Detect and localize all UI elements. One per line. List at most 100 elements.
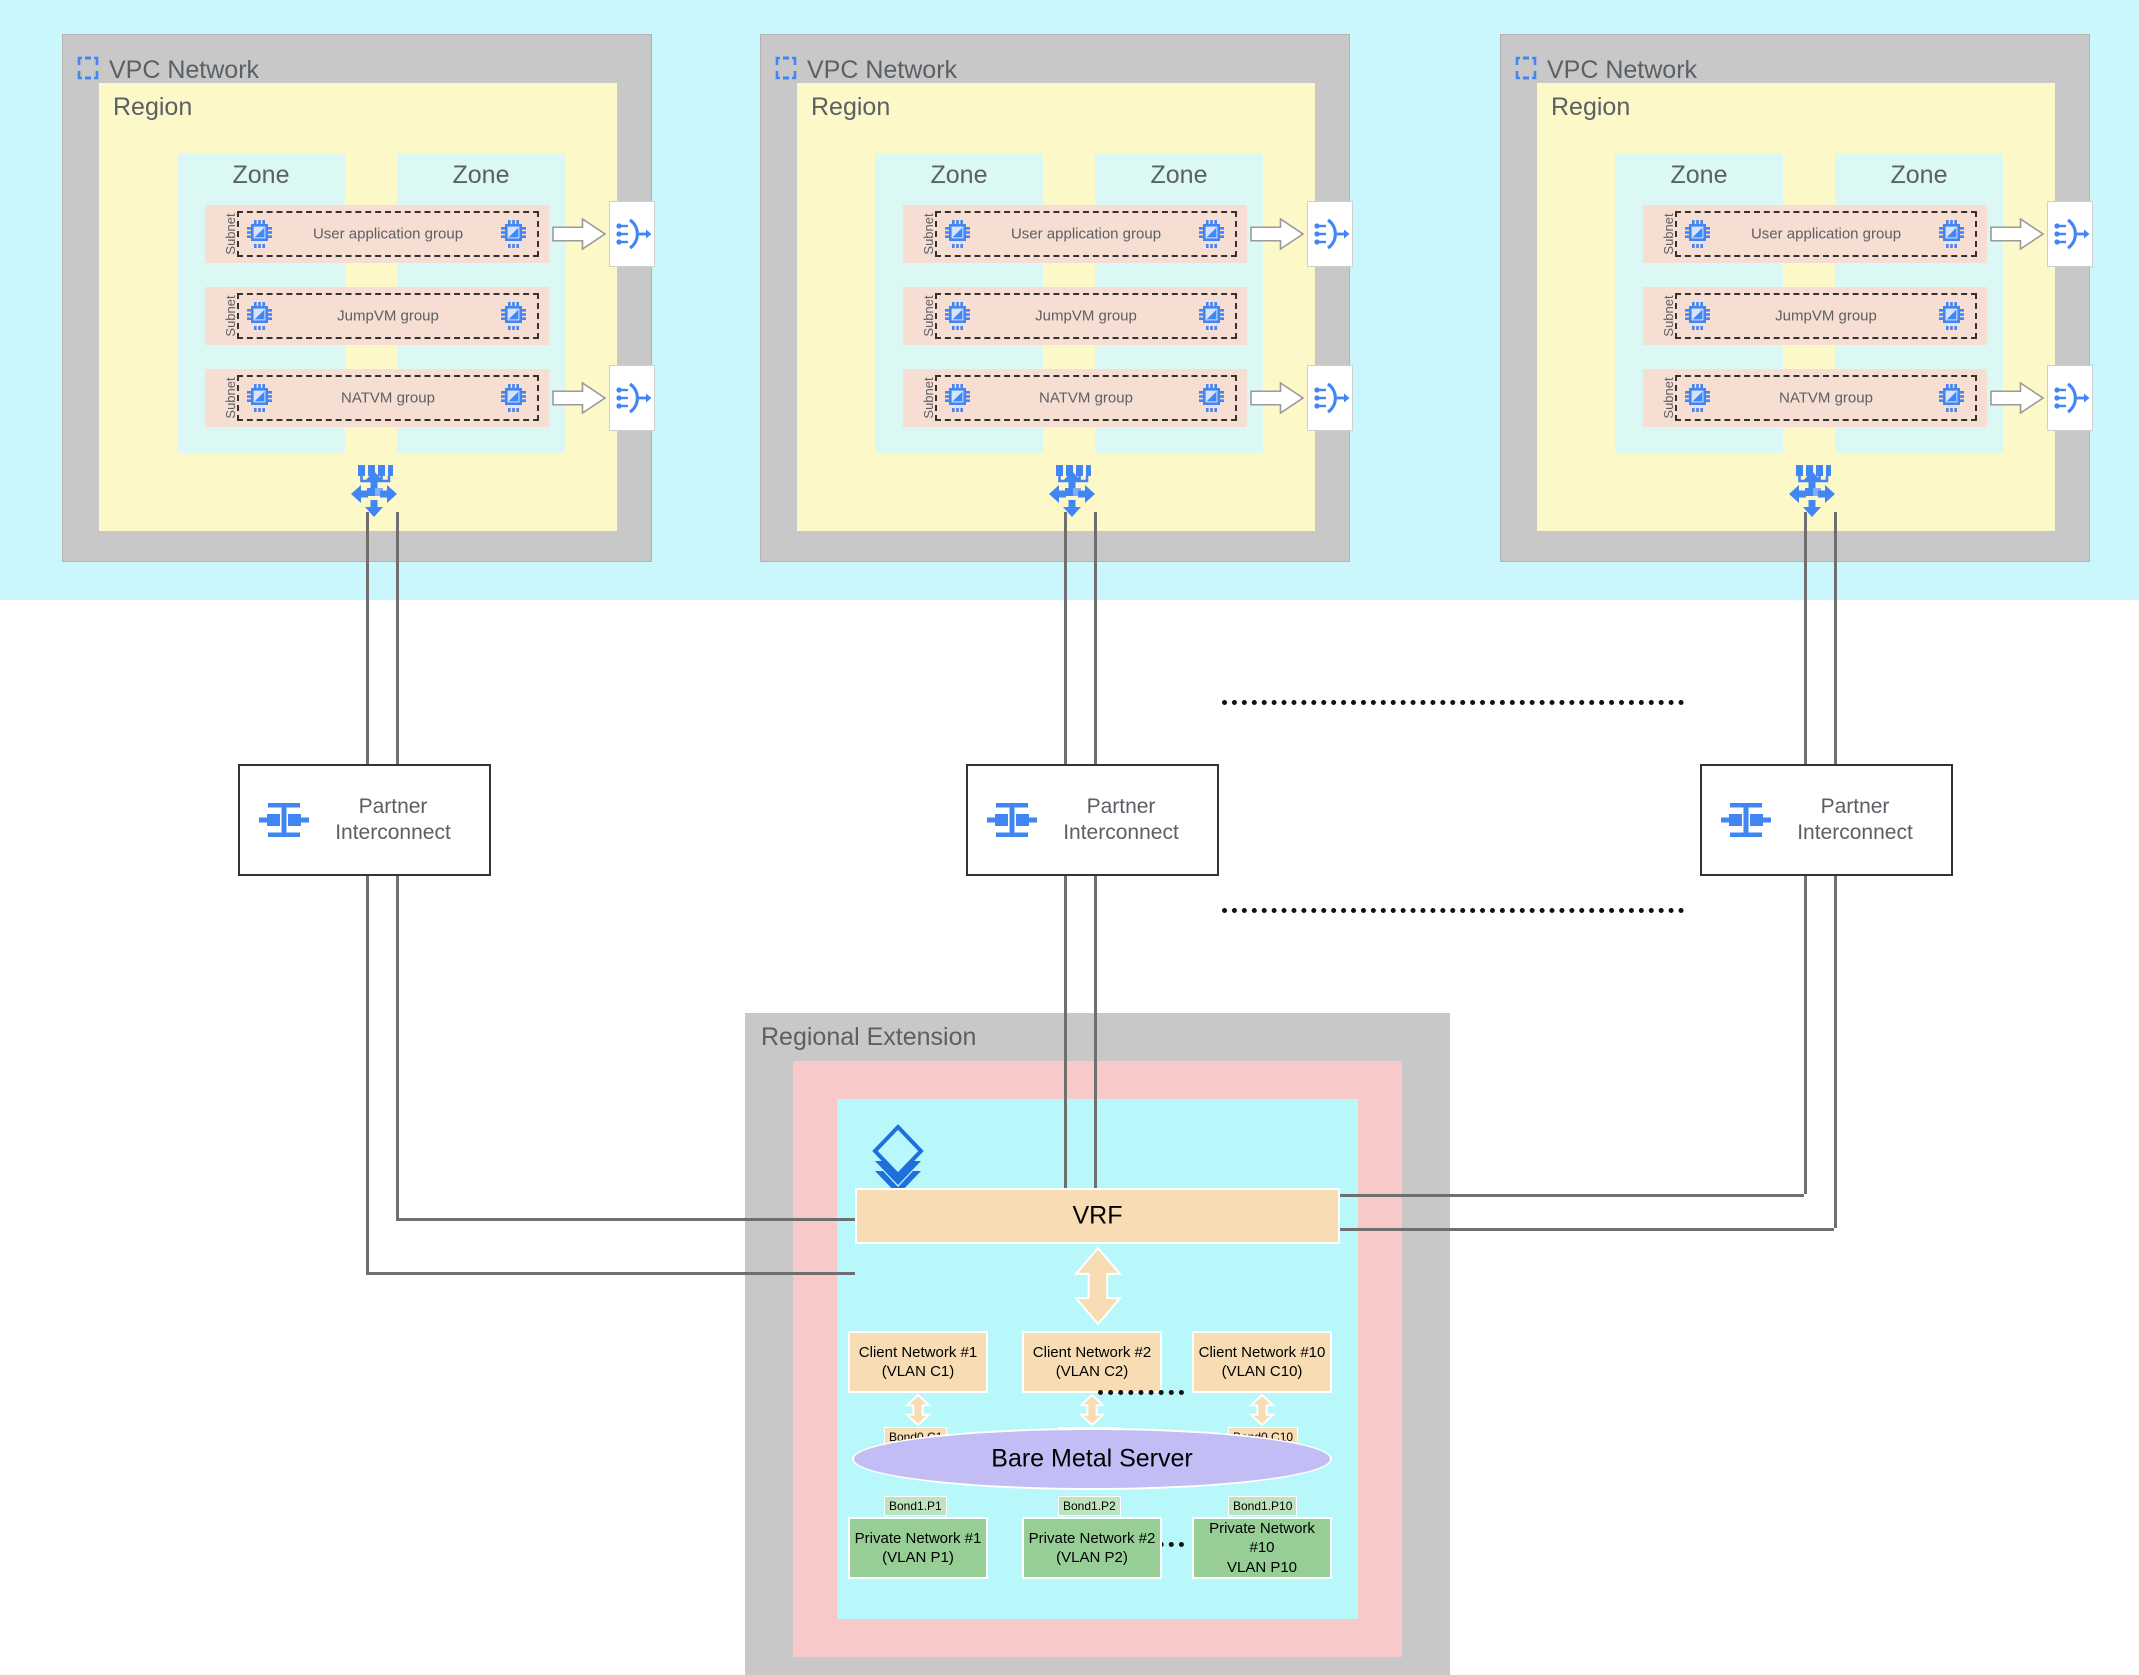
vpc-network-title: VPC Network: [807, 56, 958, 84]
client-continuation-dots: [1098, 1390, 1184, 1395]
region-title: Region: [811, 93, 891, 121]
subnet-3-3: Subnet NATVM group: [1643, 369, 1987, 427]
private-network-2: Private Network #2 (VLAN P2): [1022, 1517, 1162, 1579]
compute-vm-icon: [1199, 302, 1227, 330]
vpc-network-title: VPC Network: [109, 56, 260, 84]
link-pic3-vrf-b-v: [1834, 876, 1837, 1228]
private-network-line3: VLAN P10: [1226, 1558, 1298, 1576]
client-network-text: Client Network #2(VLAN C2): [1033, 1343, 1151, 1382]
compute-vm-icon: [1685, 384, 1713, 412]
client-network-arrow-1: [904, 1393, 932, 1427]
subnet-label: Subnet: [921, 377, 937, 419]
private-network-line1: Private Network: [1209, 1519, 1315, 1537]
regional-extension-title: Regional Extension: [761, 1023, 977, 1051]
private-network-line2: (VLAN P2): [1056, 1549, 1128, 1566]
link-pic3-vrf-a-h: [1340, 1194, 1804, 1197]
subnet-2-3: Subnet NATVM group: [903, 369, 1247, 427]
instance-group-2-3: NATVM group: [935, 375, 1237, 421]
partner-interconnect-icon: [1720, 794, 1772, 846]
private-network-1: Private Network #1(VLAN P1): [848, 1517, 988, 1579]
continuation-dots-top: [1222, 700, 1684, 705]
link-vpc1-pic-a: [366, 512, 369, 764]
cloud-router-1: [350, 470, 398, 518]
vpc-network-icon: [1513, 55, 1539, 81]
bare-metal-server-label: Bare Metal Server: [991, 1444, 1193, 1473]
bond-tag-private-2: Bond1.P2: [1058, 1496, 1121, 1516]
link-vpc2-pic-b: [1094, 512, 1097, 764]
link-pic3-vrf-a-v: [1804, 876, 1807, 1194]
zone-label: Zone: [1150, 161, 1208, 189]
partner-interconnect-line2: Interconnect: [1063, 821, 1179, 844]
partner-interconnect-line1: Partner: [1820, 794, 1890, 818]
subnet-label: Subnet: [921, 295, 937, 337]
subnet-3-1: Subnet User application group: [1643, 205, 1987, 263]
compute-vm-icon: [1199, 220, 1227, 248]
cloud-nat-1-1: [609, 201, 655, 267]
subnet-1-1: Subnet User application group: [205, 205, 549, 263]
instance-group-label: User application group: [312, 225, 464, 243]
vpc-network-icon: [75, 55, 101, 81]
instance-group-label: JumpVM group: [1775, 307, 1877, 325]
vrf-to-client-arrow: [1073, 1246, 1122, 1326]
vpc-network-title: VPC Network: [1547, 56, 1698, 84]
subnet-label: Subnet: [223, 377, 239, 419]
subnet-label: Subnet: [1661, 213, 1677, 255]
link-pic2-vrf-b: [1094, 876, 1097, 1188]
instance-group-1-3: NATVM group: [237, 375, 539, 421]
compute-vm-icon: [945, 220, 973, 248]
client-network-text: Client Network #10(VLAN C10): [1199, 1343, 1326, 1382]
instance-group-label: JumpVM group: [337, 307, 439, 325]
cloud-nat-2-1: [1307, 201, 1353, 267]
instance-group-label: JumpVM group: [1035, 307, 1137, 325]
private-network-line1: Private Network #2: [1028, 1529, 1156, 1547]
cloud-router-3: [1788, 470, 1836, 518]
private-network-text: Private Network #2 (VLAN P2): [1029, 1529, 1156, 1568]
partner-interconnect-line2: Interconnect: [1797, 821, 1913, 844]
subnet-1-3: Subnet NATVM group: [205, 369, 549, 427]
link-vpc3-pic-a: [1804, 512, 1807, 764]
instance-group-label: NATVM group: [341, 389, 435, 407]
subnet-3-2: Subnet JumpVM group: [1643, 287, 1987, 345]
instance-group-2-2: JumpVM group: [935, 293, 1237, 339]
instance-group-3-1: User application group: [1675, 211, 1977, 257]
compute-vm-icon: [501, 384, 529, 412]
link-pic1-vrf-a-h: [366, 1272, 855, 1275]
compute-vm-icon: [247, 384, 275, 412]
cloud-nat-3-3: [2047, 365, 2093, 431]
client-network-text: Client Network #1(VLAN C1): [859, 1343, 977, 1382]
cloud-nat-icon: [1311, 378, 1351, 418]
cloud-nat-3-1: [2047, 201, 2093, 267]
cloud-router-2: [1048, 470, 1096, 518]
client-network-arrow-2: [1078, 1393, 1106, 1427]
zone-label: Zone: [452, 161, 510, 189]
compute-vm-icon: [501, 302, 529, 330]
instance-group-3-3: NATVM group: [1675, 375, 1977, 421]
client-network-1: Client Network #1(VLAN C1): [848, 1331, 988, 1393]
region-title: Region: [113, 93, 193, 121]
link-pic2-vrf-a: [1064, 876, 1067, 1188]
nat-flow-arrow-2-3: [1250, 381, 1305, 415]
private-network-line2: #10: [1249, 1539, 1275, 1557]
link-pic1-vrf-b-h: [396, 1218, 855, 1221]
partner-interconnect-line2: Interconnect: [335, 821, 451, 844]
client-network-line1: Client Network #1: [858, 1343, 978, 1361]
link-vpc1-pic-b: [396, 512, 399, 764]
cloud-nat-2-3: [1307, 365, 1353, 431]
zone-label: Zone: [232, 161, 290, 189]
subnet-1-2: Subnet JumpVM group: [205, 287, 549, 345]
partner-interconnect-icon: [986, 794, 1038, 846]
client-network-line1: Client Network #2: [1032, 1343, 1152, 1361]
nat-flow-arrow-1-3: [552, 381, 607, 415]
link-vpc2-pic-a: [1064, 512, 1067, 764]
vrf-box: VRF: [855, 1188, 1340, 1244]
